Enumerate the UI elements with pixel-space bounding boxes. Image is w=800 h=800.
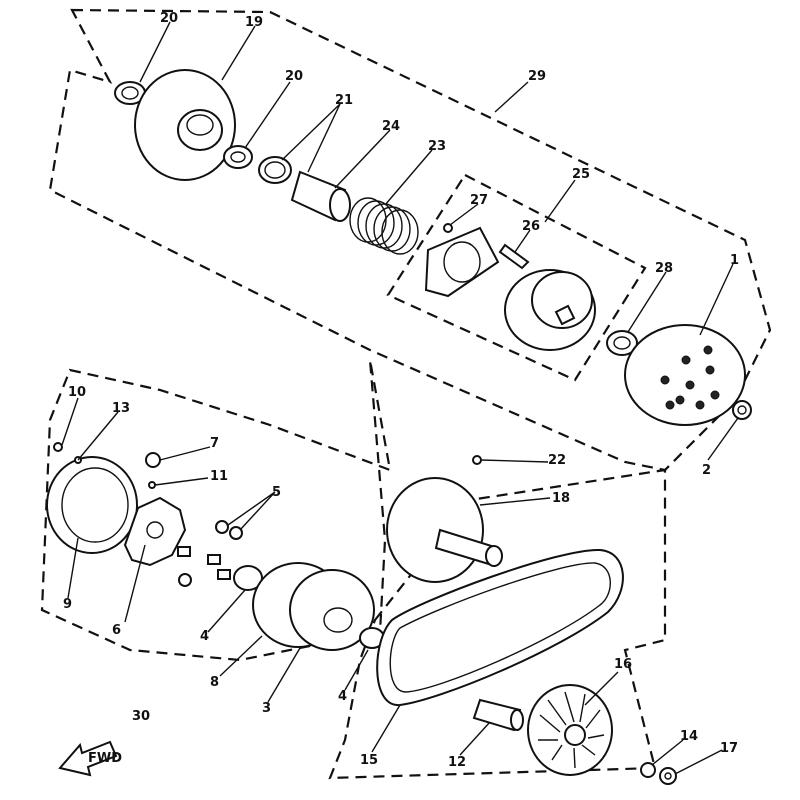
part-9-cover — [46, 456, 138, 554]
callout-22: 22 — [548, 453, 566, 468]
callout-11: 11 — [210, 469, 228, 484]
front-arrow-label: FWD — [88, 751, 122, 766]
part-3-primary-sheave — [252, 562, 375, 651]
callout-2: 2 — [702, 463, 711, 478]
callout-28: 28 — [655, 261, 673, 276]
part-10-bolt — [53, 442, 63, 452]
callout-18: 18 — [552, 491, 570, 506]
part-4-collar-upper — [233, 565, 263, 591]
part-16-fan — [527, 684, 613, 776]
part-21-o-ring — [258, 156, 292, 184]
callout-9: 9 — [63, 597, 72, 612]
callout-19: 19 — [245, 15, 263, 30]
part-20-oil-seal — [223, 145, 253, 169]
callout-21: 21 — [335, 93, 353, 108]
callout-30: 30 — [132, 709, 150, 724]
part-17-nut — [659, 767, 677, 785]
part-11-pin — [148, 481, 156, 489]
callout-16: 16 — [614, 657, 632, 672]
front-arrow-icon: FWD — [58, 740, 122, 777]
part-18-secondary-sheave — [386, 477, 503, 583]
assembly-29-outline — [48, 8, 772, 472]
callout-10: 10 — [68, 385, 86, 400]
secondary-assembly-outline — [328, 468, 667, 780]
part-7-nut — [145, 452, 161, 468]
assembly-25-outline — [386, 173, 647, 382]
callout-26: 26 — [522, 219, 540, 234]
part-25-clutch-shoe — [504, 269, 596, 351]
callout-15: 15 — [360, 753, 378, 768]
weights — [177, 546, 231, 587]
part-2-nut — [732, 400, 752, 420]
callout-24: 24 — [382, 119, 400, 134]
callout-labels: 20 19 20 21 24 23 29 25 27 26 28 1 2 10 … — [63, 11, 739, 770]
callout-20-top: 20 — [160, 11, 178, 26]
callout-4-lower: 4 — [338, 689, 347, 704]
part-24-collar — [290, 170, 351, 222]
part-23-spring — [349, 197, 419, 255]
callout-23: 23 — [428, 139, 446, 154]
part-12-shaft — [472, 698, 524, 732]
part-27-screw — [443, 223, 453, 233]
part-19-fixed-sheave — [134, 69, 236, 181]
callout-3: 3 — [262, 701, 271, 716]
part-22-bolt — [472, 455, 482, 465]
part-28-oil-seal — [606, 330, 638, 356]
callout-6: 6 — [112, 623, 121, 638]
assembly-30-outline — [40, 359, 392, 662]
callout-8: 8 — [210, 675, 219, 690]
callout-13: 13 — [112, 401, 130, 416]
callout-1: 1 — [730, 253, 739, 268]
callout-27: 27 — [470, 193, 488, 208]
callout-17: 17 — [720, 741, 738, 756]
part-14-washer — [640, 762, 656, 778]
callout-29: 29 — [528, 69, 546, 84]
part-26-pin — [498, 243, 530, 270]
callout-7: 7 — [210, 436, 219, 451]
part-15-v-belt — [376, 548, 624, 707]
part-6-cam — [123, 496, 187, 567]
leader-lines — [61, 21, 739, 775]
part-1-clutch-housing — [624, 324, 746, 426]
callout-20: 20 — [285, 69, 303, 84]
callout-4-upper: 4 — [200, 629, 209, 644]
callout-14: 14 — [680, 729, 698, 744]
callout-5: 5 — [272, 485, 281, 500]
part-26-gasket-plate — [424, 226, 500, 298]
callout-12: 12 — [448, 755, 466, 770]
part-5-slider — [215, 520, 243, 540]
callout-25: 25 — [572, 167, 590, 182]
